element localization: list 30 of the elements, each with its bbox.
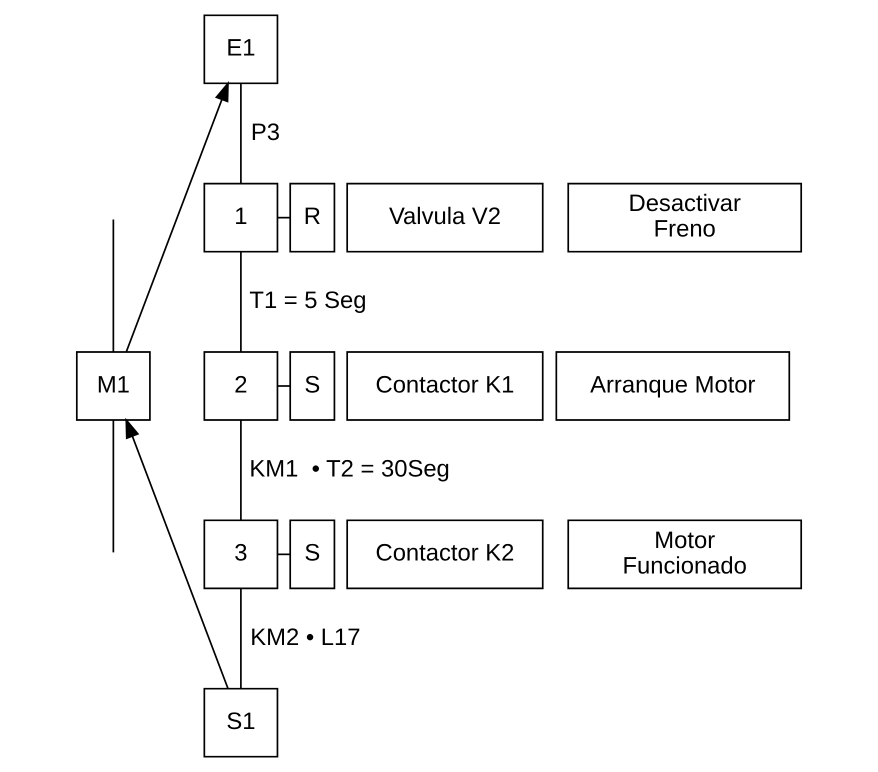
arrow (125, 418, 229, 689)
connector (240, 84, 242, 184)
node-box: Valvula V2 (346, 182, 544, 253)
node-box: Arranque Motor (555, 351, 790, 421)
arrow (126, 81, 229, 352)
node-box: 2 (203, 351, 278, 421)
connector (112, 420, 114, 552)
connector (112, 219, 114, 352)
node-box: 1 (203, 182, 278, 253)
node-box: E1 (203, 14, 278, 84)
node-box: S (289, 519, 336, 590)
connector (240, 588, 242, 688)
edge-label: T1 = 5 Seg (249, 287, 367, 314)
edge-label: KM1 • T2 = 30Seg (249, 455, 450, 482)
node-box: S (289, 351, 336, 421)
connector (278, 216, 290, 218)
edge-label: KM2 • L17 (250, 624, 361, 651)
node-box: Contactor K1 (346, 351, 544, 421)
edge-label: P3 (250, 118, 280, 146)
node-box: R (289, 182, 336, 253)
connector (240, 252, 242, 352)
node-box: Desactivar Freno (567, 182, 802, 253)
node-box: Motor Funcionado (567, 519, 802, 590)
connector (278, 554, 290, 556)
node-box: S1 (203, 688, 278, 758)
node-box: M1 (76, 351, 151, 421)
node-box: Contactor K2 (346, 519, 544, 590)
connector (278, 385, 290, 387)
connector (240, 420, 242, 520)
node-box: 3 (203, 519, 278, 590)
